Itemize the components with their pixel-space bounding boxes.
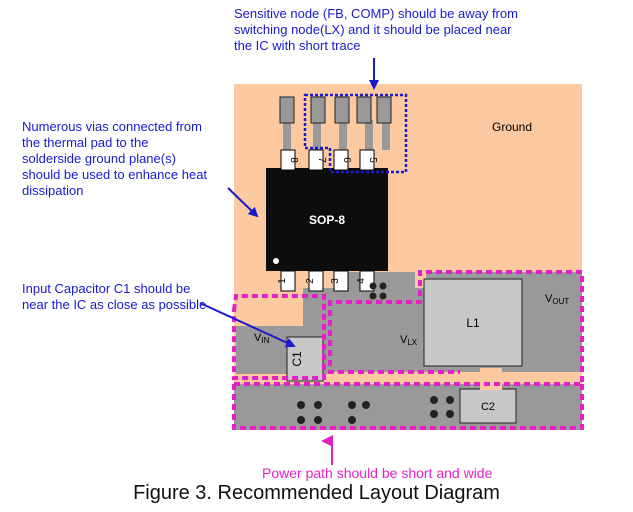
vin-power-loop [232, 294, 326, 380]
pin-6 [333, 149, 349, 171]
pin-label-2: 2 [305, 278, 316, 284]
pin-trace-7 [313, 120, 321, 150]
pin1-marker [273, 258, 279, 264]
c2-pad-link [480, 368, 502, 390]
pin-label-1: 1 [277, 278, 288, 284]
vias-annotation: Numerous vias connected from the thermal… [22, 119, 208, 198]
pad-top-1 [279, 96, 295, 124]
power-path-outlines [232, 270, 584, 430]
vout-label: VOUT [545, 293, 569, 306]
pad-top-4 [356, 96, 372, 124]
pin-label-7: 7 [316, 157, 327, 163]
pin-trace-6 [339, 120, 347, 150]
pad-top-2 [310, 96, 326, 124]
vias-arrow [227, 187, 259, 218]
pin-1 [280, 270, 296, 292]
input-capacitor-annotation: Input Capacitor C1 should be near the IC… [22, 281, 207, 312]
inductor-l1 [423, 278, 523, 367]
upper-pads [279, 96, 392, 124]
pin4-vias [369, 282, 387, 300]
pin-label-6: 6 [341, 157, 352, 163]
pin-trace-5 [365, 120, 373, 150]
pin-2 [308, 270, 324, 292]
ic-top-pins [280, 149, 375, 171]
input-cap-arrow [199, 302, 296, 348]
vlx-label: VLX [400, 334, 418, 347]
pin-label-8: 8 [288, 157, 299, 163]
ground-copper [234, 384, 582, 430]
pin-trace-8 [283, 120, 291, 150]
sensitive-node-annotation: Sensitive node (FB, COMP) should be away… [234, 6, 518, 53]
figure-caption: Figure 3. Recommended Layout Diagram [133, 482, 500, 504]
l1-label: L1 [466, 316, 480, 330]
pin-trace-4 [382, 120, 390, 150]
c1-label: C1 [290, 351, 304, 367]
pin-7 [308, 149, 324, 171]
sensitive-node-outline [303, 93, 408, 174]
pin-3 [333, 270, 349, 292]
ground-vias [297, 396, 454, 424]
vin-label: VIN [254, 332, 270, 345]
ic-body [266, 168, 388, 271]
ground-label: Ground [492, 120, 532, 134]
pad-top-3 [334, 96, 350, 124]
pin-label-5: 5 [367, 157, 378, 163]
ic-label: SOP-8 [309, 213, 345, 227]
c2-label: C2 [481, 401, 495, 413]
pin-label-3: 3 [330, 278, 341, 284]
ground-return-loop [232, 384, 584, 430]
pin-label-4: 4 [356, 278, 367, 284]
pin-8 [280, 149, 296, 171]
output-power-loop [234, 270, 584, 386]
pad-top-5 [376, 96, 392, 124]
power-path-annotation: Power path should be short and wide [262, 465, 493, 481]
pin-5 [359, 149, 375, 171]
